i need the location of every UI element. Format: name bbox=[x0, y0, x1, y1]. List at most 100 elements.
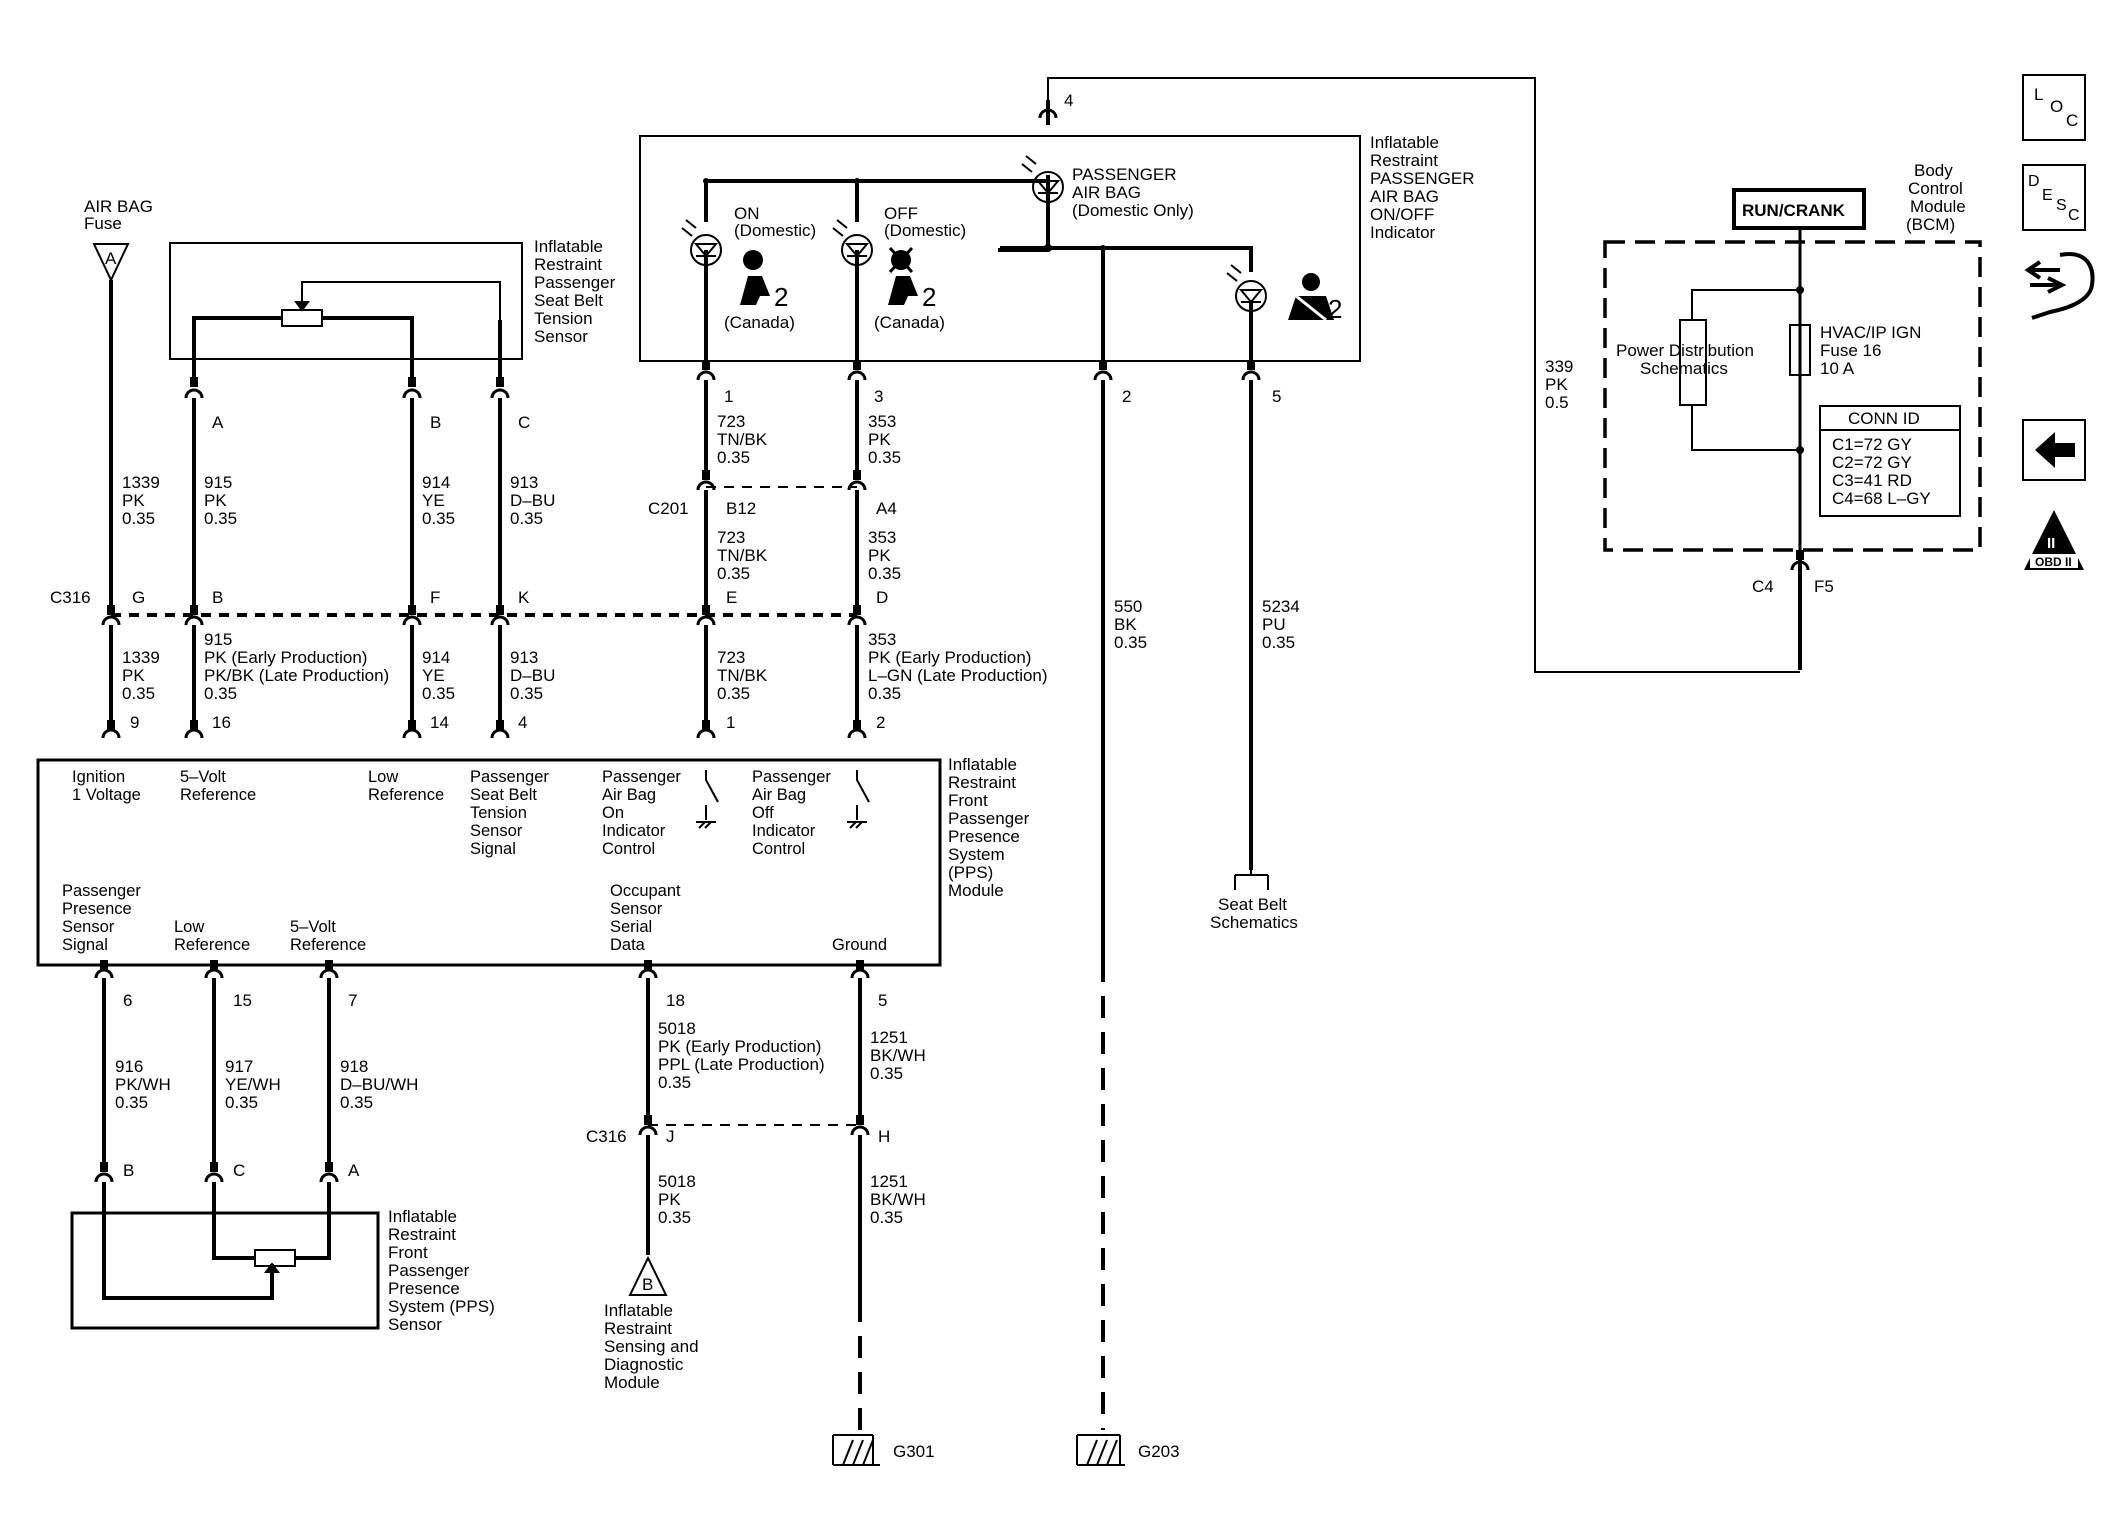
seat-belt-sensor-label: Inflatable Restraint Passenger Seat Belt… bbox=[534, 237, 616, 346]
svg-text:Schematics: Schematics bbox=[1210, 913, 1298, 932]
svg-text:18: 18 bbox=[666, 991, 685, 1010]
svg-text:Restraint: Restraint bbox=[534, 255, 602, 274]
svg-text:Diagnostic: Diagnostic bbox=[604, 1355, 684, 1374]
svg-text:0.35: 0.35 bbox=[1114, 633, 1147, 652]
connector-c201: C201 bbox=[648, 499, 689, 518]
svg-text:6: 6 bbox=[123, 991, 132, 1010]
seat-belt-schematics-link[interactable]: Seat Belt Schematics bbox=[1210, 895, 1298, 932]
svg-text:(Canada): (Canada) bbox=[724, 313, 795, 332]
svg-text:Reference: Reference bbox=[174, 936, 250, 954]
svg-text:0.35: 0.35 bbox=[868, 564, 901, 583]
svg-text:550: 550 bbox=[1114, 597, 1142, 616]
svg-text:5: 5 bbox=[1272, 387, 1281, 406]
svg-text:0.35: 0.35 bbox=[868, 448, 901, 467]
svg-text:Module: Module bbox=[604, 1373, 660, 1392]
svg-text:0.35: 0.35 bbox=[1262, 633, 1295, 652]
pin-labels: 4 1 3 2 5 A B C C201 B12 A4 C316 G B F K… bbox=[50, 91, 1834, 1180]
svg-text:Restraint: Restraint bbox=[388, 1225, 456, 1244]
svg-text:A: A bbox=[348, 1161, 360, 1180]
obd-ii-icon[interactable]: II OBD II bbox=[2024, 510, 2084, 570]
svg-text:TN/BK: TN/BK bbox=[717, 430, 768, 449]
svg-text:Low: Low bbox=[368, 768, 398, 786]
connector-symbols bbox=[94, 108, 1810, 1183]
svg-text:BK: BK bbox=[1114, 615, 1137, 634]
svg-text:4: 4 bbox=[518, 713, 527, 732]
svg-text:Fuse 16: Fuse 16 bbox=[1820, 341, 1881, 360]
svg-text:Fuse: Fuse bbox=[84, 214, 122, 233]
svg-text:Schematics: Schematics bbox=[1640, 359, 1728, 378]
svg-text:Presence: Presence bbox=[948, 827, 1020, 846]
svg-text:Control: Control bbox=[1908, 179, 1963, 198]
svg-text:Passenger: Passenger bbox=[948, 809, 1030, 828]
pps-module-title: Inflatable Restraint Front Passenger Pre… bbox=[948, 755, 1030, 900]
connector-view-icon[interactable] bbox=[2024, 252, 2095, 320]
svg-text:Seat Belt: Seat Belt bbox=[470, 786, 537, 804]
svg-text:915: 915 bbox=[204, 630, 232, 649]
svg-text:0.35: 0.35 bbox=[422, 509, 455, 528]
svg-text:0.35: 0.35 bbox=[115, 1093, 148, 1112]
sdm-symbol-letter: B bbox=[642, 1275, 653, 1294]
seatbelt-icon bbox=[1288, 273, 1334, 322]
svg-text:Passenger: Passenger bbox=[388, 1261, 470, 1280]
svg-text:PK: PK bbox=[868, 430, 891, 449]
svg-text:353: 353 bbox=[868, 630, 896, 649]
svg-text:Sensor: Sensor bbox=[62, 918, 115, 936]
svg-text:10 A: 10 A bbox=[1820, 359, 1855, 378]
svg-text:PK/WH: PK/WH bbox=[115, 1075, 171, 1094]
svg-text:D–BU/WH: D–BU/WH bbox=[340, 1075, 418, 1094]
svg-text:Data: Data bbox=[610, 936, 646, 954]
svg-text:C3=41 RD: C3=41 RD bbox=[1832, 471, 1912, 490]
back-arrow-icon[interactable] bbox=[2035, 432, 2075, 468]
svg-text:System: System bbox=[948, 845, 1005, 864]
svg-text:0.35: 0.35 bbox=[870, 1208, 903, 1227]
svg-text:Inflatable: Inflatable bbox=[388, 1207, 457, 1226]
svg-text:G: G bbox=[132, 588, 145, 607]
svg-text:(Domestic Only): (Domestic Only) bbox=[1072, 201, 1194, 220]
svg-text:Indicator: Indicator bbox=[752, 822, 816, 840]
svg-text:PASSENGER: PASSENGER bbox=[1370, 169, 1475, 188]
svg-text:Sensor: Sensor bbox=[534, 327, 588, 346]
svg-text:D–BU: D–BU bbox=[510, 491, 555, 510]
svg-text:914: 914 bbox=[422, 473, 450, 492]
svg-text:15: 15 bbox=[233, 991, 252, 1010]
svg-text:914: 914 bbox=[422, 648, 450, 667]
svg-text:Inflatable: Inflatable bbox=[948, 755, 1017, 774]
pps-sensor-label: Inflatable Restraint Front Passenger Pre… bbox=[388, 1207, 495, 1334]
svg-text:Inflatable: Inflatable bbox=[1370, 133, 1439, 152]
svg-text:915: 915 bbox=[204, 473, 232, 492]
svg-text:F5: F5 bbox=[1814, 577, 1834, 596]
svg-text:PK: PK bbox=[204, 491, 227, 510]
sdm-label: B Inflatable Restraint Sensing and Diagn… bbox=[604, 1275, 699, 1392]
svg-text:0.35: 0.35 bbox=[204, 509, 237, 528]
loc-icon[interactable]: L O C bbox=[2034, 85, 2078, 130]
svg-text:Control: Control bbox=[602, 840, 655, 858]
svg-text:Front: Front bbox=[388, 1243, 428, 1262]
svg-text:G301: G301 bbox=[893, 1442, 935, 1461]
svg-text:Passenger: Passenger bbox=[534, 273, 616, 292]
svg-text:YE/WH: YE/WH bbox=[225, 1075, 281, 1094]
svg-text:Presence: Presence bbox=[62, 900, 132, 918]
svg-text:E: E bbox=[2042, 187, 2053, 204]
svg-text:Off: Off bbox=[752, 804, 774, 822]
svg-text:Restraint: Restraint bbox=[604, 1319, 672, 1338]
svg-text:1: 1 bbox=[726, 713, 735, 732]
svg-text:5018: 5018 bbox=[658, 1019, 696, 1038]
svg-text:723: 723 bbox=[717, 528, 745, 547]
svg-text:PASSENGER: PASSENGER bbox=[1072, 165, 1177, 184]
fuse-label: AIR BAG Fuse A bbox=[84, 197, 153, 268]
connector-c316-upper: C316 bbox=[50, 588, 91, 607]
svg-text:0.35: 0.35 bbox=[225, 1093, 258, 1112]
desc-icon[interactable]: D E S C bbox=[2028, 173, 2080, 224]
svg-text:Inflatable: Inflatable bbox=[534, 237, 603, 256]
svg-text:AIR BAG: AIR BAG bbox=[1072, 183, 1141, 202]
power-distribution-link[interactable]: Power Distribution bbox=[1616, 341, 1754, 360]
occupant-icons bbox=[740, 246, 1334, 322]
svg-text:2: 2 bbox=[774, 282, 788, 312]
svg-text:L: L bbox=[2034, 85, 2043, 104]
svg-text:(PPS): (PPS) bbox=[948, 863, 993, 882]
svg-text:TN/BK: TN/BK bbox=[717, 546, 768, 565]
dashed-wire-paths bbox=[858, 960, 1105, 1430]
svg-text:B: B bbox=[212, 588, 223, 607]
